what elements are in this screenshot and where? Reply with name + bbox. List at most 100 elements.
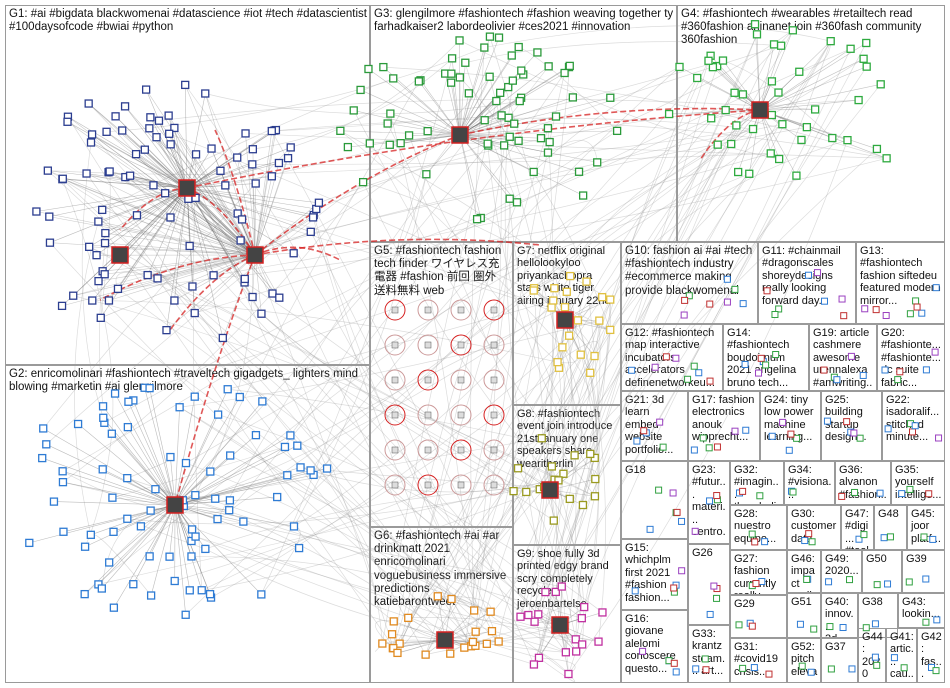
- node-icon: [490, 376, 498, 384]
- edge: [113, 504, 176, 533]
- user-node: [662, 353, 670, 361]
- edge: [533, 125, 737, 665]
- user-node: [63, 117, 72, 126]
- edge: [47, 170, 583, 619]
- user-node: [505, 194, 514, 203]
- edge: [108, 187, 188, 301]
- edge: [49, 242, 256, 256]
- user-node: [153, 274, 162, 283]
- edge: [387, 123, 585, 608]
- edge: [42, 457, 176, 506]
- edge: [297, 306, 566, 446]
- user-node: [727, 139, 736, 149]
- edge: [168, 115, 426, 655]
- edge: [408, 135, 558, 363]
- group-box-g5: G5: #fashiontech fashion tech finder ワイヤ…: [370, 242, 513, 527]
- user-node: [213, 410, 223, 419]
- edge: [583, 66, 867, 608]
- edge: [204, 93, 472, 647]
- user-node: [486, 607, 495, 616]
- user-node: [129, 580, 138, 589]
- node-icon: [391, 446, 399, 454]
- edge: [108, 254, 256, 301]
- user-node: [393, 648, 402, 658]
- user-node: [468, 637, 478, 647]
- edge: [340, 130, 461, 136]
- group-label: G38: [862, 596, 883, 608]
- user-node: [851, 488, 859, 496]
- edge: [186, 187, 193, 287]
- user-node: [758, 577, 766, 585]
- edge: [565, 319, 577, 653]
- edge: [186, 147, 291, 189]
- edge: [459, 40, 780, 160]
- edge: [754, 24, 761, 111]
- edge: [472, 65, 571, 643]
- user-node: [387, 630, 397, 639]
- user-node: [690, 446, 698, 454]
- edge: [106, 47, 485, 133]
- user-node: [87, 130, 97, 139]
- user-node: [920, 533, 928, 541]
- edge: [392, 633, 446, 641]
- node-icon: [391, 306, 399, 314]
- user-node: [789, 488, 797, 496]
- hub-node: [751, 101, 769, 119]
- edge: [36, 211, 256, 256]
- edge: [254, 130, 275, 256]
- edge: [62, 178, 214, 276]
- edge: [155, 488, 465, 648]
- edge: [601, 139, 848, 298]
- edge: [451, 320, 600, 600]
- edge: [254, 217, 314, 256]
- edge: [236, 157, 256, 256]
- hub-node: [551, 616, 569, 634]
- edge: [368, 68, 461, 136]
- user-node: [110, 389, 120, 398]
- edge: [459, 97, 611, 136]
- edge: [98, 221, 256, 256]
- edge: [157, 254, 256, 279]
- node-icon: [457, 446, 465, 454]
- edge: [81, 142, 104, 418]
- user-node: [681, 296, 689, 304]
- edge: [459, 134, 534, 173]
- edge: [91, 134, 577, 652]
- user-node: [273, 492, 282, 502]
- node-icon: [490, 341, 498, 349]
- user-node: [854, 95, 863, 105]
- edge: [545, 320, 601, 593]
- edge: [271, 130, 535, 665]
- edge: [533, 66, 680, 173]
- user-node: [209, 271, 218, 280]
- user-node: [672, 668, 680, 676]
- edge: [397, 347, 563, 654]
- user-node: [105, 558, 114, 567]
- edge: [759, 109, 878, 150]
- self-loop: [384, 404, 406, 426]
- edge: [759, 109, 887, 159]
- group-label: G50: [866, 553, 887, 565]
- user-node: [268, 289, 277, 298]
- edge: [245, 133, 256, 256]
- group-label: G17: fashion electronics anouk wipprecht…: [692, 394, 758, 444]
- edge: [174, 504, 300, 549]
- edge: [545, 307, 564, 593]
- group-label: G41: artic... cau... eye...: [890, 631, 914, 682]
- node-icon: [424, 446, 432, 454]
- user-node: [755, 369, 763, 377]
- edge: [62, 178, 188, 189]
- user-node: [170, 576, 179, 586]
- user-node: [308, 213, 318, 222]
- edge: [86, 173, 188, 189]
- user-node: [772, 351, 780, 359]
- user-node: [761, 538, 769, 546]
- edge: [105, 187, 188, 234]
- edge: [122, 130, 188, 189]
- user-node: [871, 653, 879, 661]
- edge: [473, 354, 582, 611]
- group-label: G51: [791, 596, 812, 608]
- edge: [459, 127, 548, 136]
- group-box-g40: G40: innov... 3d...: [821, 593, 858, 638]
- user-node: [701, 655, 709, 663]
